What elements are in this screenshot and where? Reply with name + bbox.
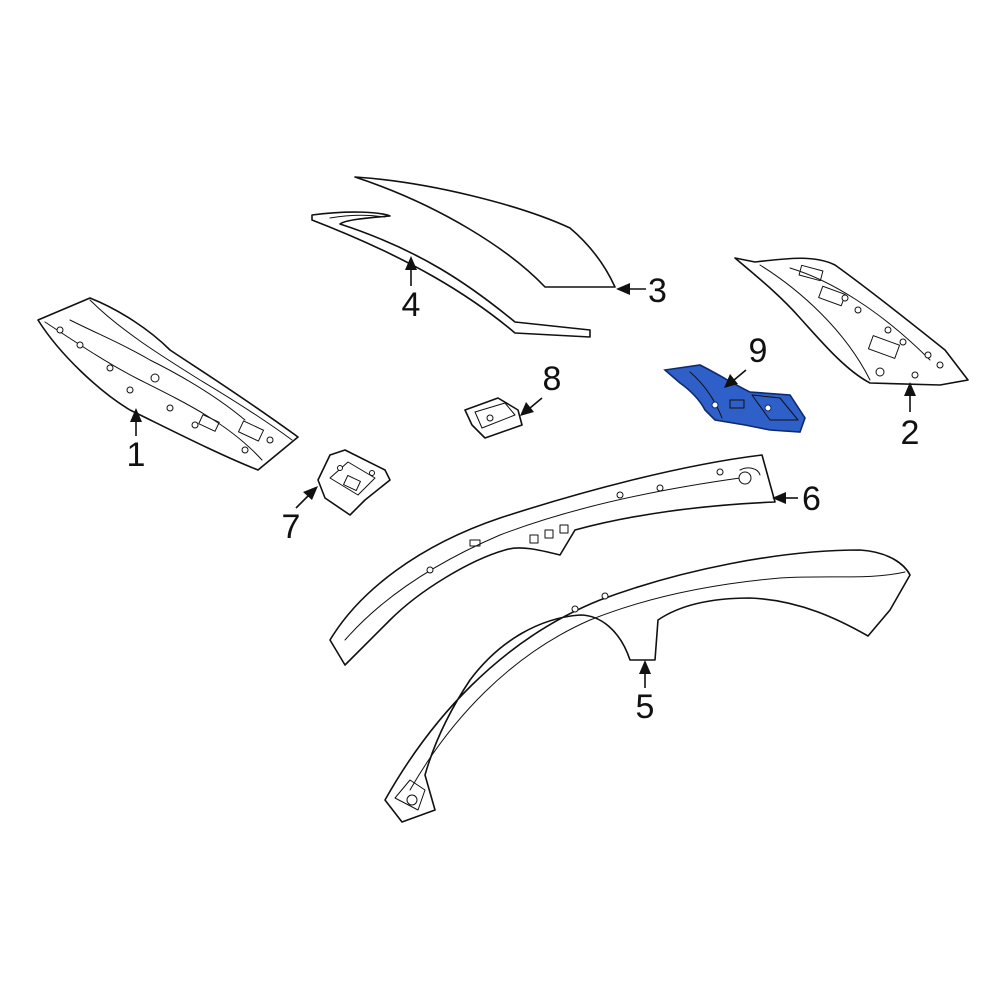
callout-1: 1 bbox=[127, 408, 146, 474]
callout-2: 2 bbox=[901, 382, 920, 452]
callout-5-label: 5 bbox=[636, 688, 655, 726]
part-5-outer-arch bbox=[384, 549, 911, 823]
callout-7: 7 bbox=[282, 486, 318, 546]
callout-7-label: 7 bbox=[282, 508, 301, 546]
callout-6-label: 6 bbox=[802, 480, 821, 518]
callout-4-label: 4 bbox=[402, 286, 421, 324]
part-3-rear-glass bbox=[354, 176, 616, 288]
part-7-bracket bbox=[317, 449, 391, 516]
part-2-rear-panel bbox=[734, 257, 969, 386]
part-1-roof-crossmember bbox=[37, 297, 299, 471]
part-9-reinforcement bbox=[663, 364, 806, 433]
callout-6: 6 bbox=[772, 480, 821, 518]
part-6-inner-rail bbox=[329, 454, 776, 666]
part-8-bracket bbox=[464, 397, 523, 439]
callout-3: 3 bbox=[616, 272, 667, 310]
callout-9: 9 bbox=[724, 332, 767, 388]
callout-1-label: 1 bbox=[127, 436, 146, 474]
callout-8-label: 8 bbox=[543, 360, 562, 398]
callout-9-label: 9 bbox=[749, 332, 768, 370]
callout-4: 4 bbox=[402, 256, 421, 324]
callout-3-label: 3 bbox=[648, 272, 667, 310]
callout-5: 5 bbox=[636, 660, 655, 726]
callout-8: 8 bbox=[520, 360, 561, 416]
callout-2-label: 2 bbox=[901, 414, 920, 452]
part-4-molding bbox=[311, 211, 591, 338]
